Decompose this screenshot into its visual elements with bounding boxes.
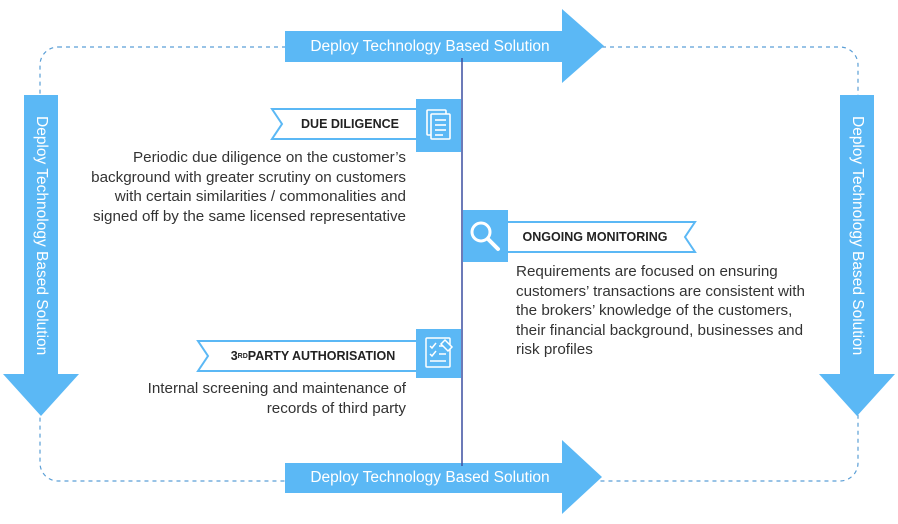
due-diligence-description: Periodic due diligence on the customer’s…	[91, 149, 406, 225]
third-party-icon-box	[416, 329, 461, 378]
ongoing-monitoring-icon-box	[463, 210, 508, 262]
bottom-arrow-shape	[285, 440, 602, 514]
left-arrow-label: Deploy Technology Based Solution	[33, 116, 50, 356]
due-diligence-tag-shape	[270, 108, 418, 140]
checklist-icon	[425, 337, 454, 368]
top-arrow-label: Deploy Technology Based Solution	[310, 37, 550, 55]
magnifier-icon	[470, 221, 500, 251]
third-party-title-rest: PARTY AUTHORISATION	[247, 349, 396, 363]
ongoing-monitoring-description: Requirements are focused on ensuring cus…	[516, 263, 805, 358]
third-party-title-sup: RD	[237, 352, 248, 360]
third-party-description: Internal screening and maintenance of re…	[147, 380, 406, 417]
third-party-tag-shape	[196, 340, 418, 372]
third-party-title-prefix: 3	[230, 349, 238, 363]
ongoing-monitoring-title: ONGOING MONITORING	[522, 230, 668, 244]
right-arrow-shape	[819, 95, 895, 416]
right-arrow-label: Deploy Technology Based Solution	[849, 116, 866, 356]
document-icon	[426, 109, 451, 140]
bottom-arrow-label: Deploy Technology Based Solution	[310, 469, 550, 486]
top-arrow-shape	[285, 9, 604, 83]
left-arrow-shape	[3, 95, 79, 416]
due-diligence-title: DUE DILIGENCE	[301, 117, 399, 131]
